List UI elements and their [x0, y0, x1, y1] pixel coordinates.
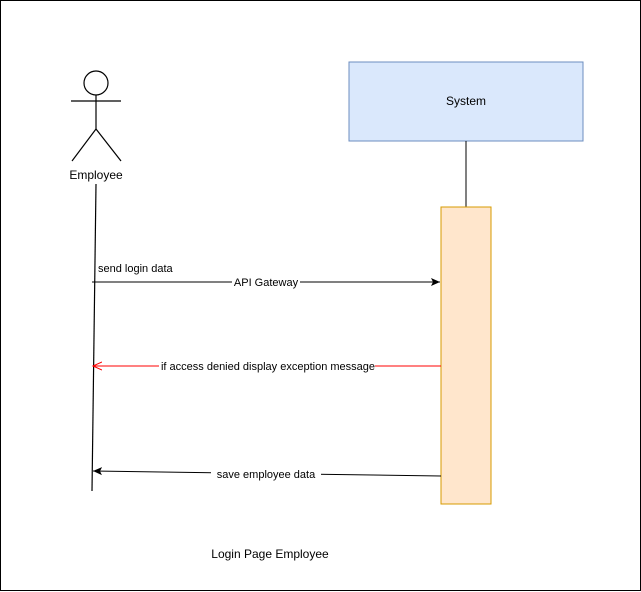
actor-left-leg — [71, 128, 97, 162]
message-api-gateway-bg — [232, 275, 300, 289]
system-label: System — [446, 94, 486, 108]
system-box[interactable] — [348, 61, 584, 142]
message-access-denied-label: if access denied display exception messa… — [161, 361, 375, 373]
message-api-gateway-label: API Gateway — [234, 277, 299, 289]
actor-label: Employee — [69, 168, 123, 182]
actor-right-leg — [95, 128, 122, 162]
employee-actor-icon[interactable] — [71, 70, 122, 162]
message-save-employee-label: save employee data — [217, 469, 316, 481]
employee-lifeline — [91, 183, 97, 492]
activation-bar[interactable] — [440, 206, 492, 505]
diagram-caption: Login Page Employee — [211, 547, 329, 561]
actor-head — [83, 70, 109, 96]
message-save-employee-bg — [211, 467, 321, 481]
message-access-denied-bg — [159, 359, 375, 373]
message-send-login-label: send login data — [98, 263, 173, 275]
